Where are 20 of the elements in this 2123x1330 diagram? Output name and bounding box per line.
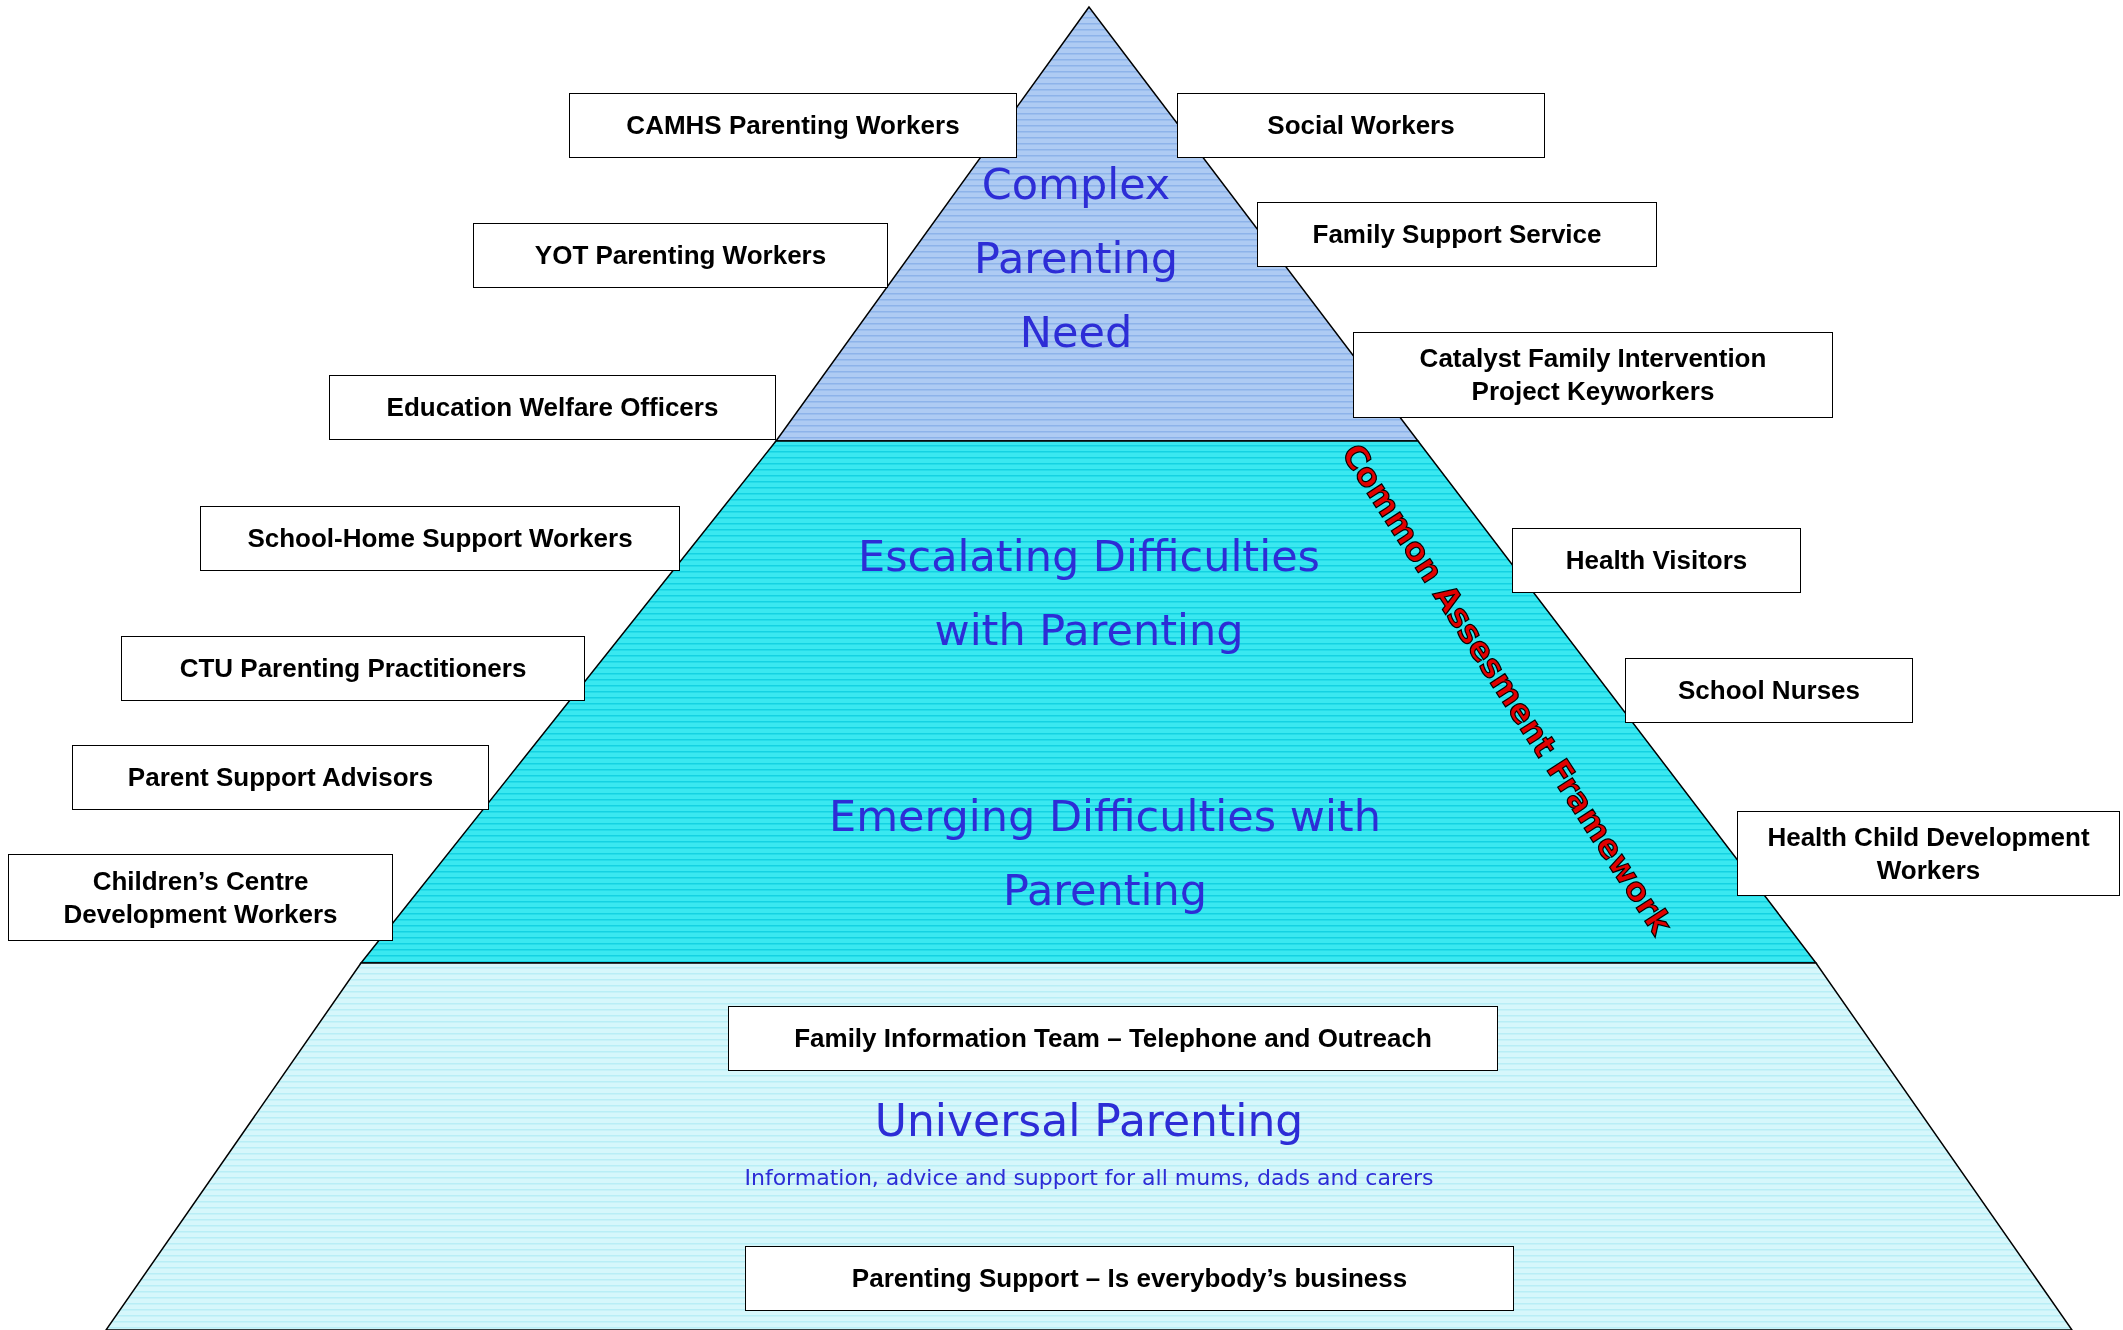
- role-box: School Nurses: [1625, 658, 1913, 723]
- tier-description: Information, advice and support for all mums, dads and carers: [743, 1164, 1435, 1192]
- role-box: Health Child Development Workers: [1737, 811, 2120, 896]
- role-box: CAMHS Parenting Workers: [569, 93, 1017, 158]
- tier-title: Complex Parenting Need: [972, 158, 1180, 359]
- tier-title: Escalating Difficulties with Parenting: [857, 530, 1321, 657]
- tier-title: Emerging Difficulties with Parenting: [828, 790, 1382, 917]
- role-box: Parenting Support – Is everybody’s business: [745, 1246, 1514, 1311]
- role-box: CTU Parenting Practitioners: [121, 636, 585, 701]
- role-box: Social Workers: [1177, 93, 1545, 158]
- role-box: Health Visitors: [1512, 528, 1801, 593]
- role-box: Children’s Centre Development Workers: [8, 854, 393, 941]
- role-box: YOT Parenting Workers: [473, 223, 888, 288]
- role-box: Education Welfare Officers: [329, 375, 776, 440]
- role-box: School-Home Support Workers: [200, 506, 680, 571]
- role-box: Parent Support Advisors: [72, 745, 489, 810]
- role-box: Family Information Team – Telephone and Outreach: [728, 1006, 1498, 1071]
- role-box: Catalyst Family Intervention Project Keyworkers: [1353, 332, 1833, 418]
- role-box: Family Support Service: [1257, 202, 1657, 267]
- tier-title: Universal Parenting: [873, 1094, 1305, 1148]
